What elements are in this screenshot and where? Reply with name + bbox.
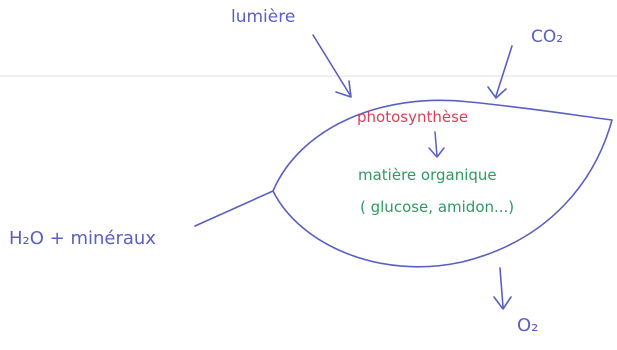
label-co2: CO₂ — [531, 27, 563, 47]
arrow-o2-head — [493, 296, 512, 310]
label-h2o-mineraux: H₂O + minéraux — [9, 228, 156, 249]
leaf-stem — [194, 190, 274, 227]
arrow-co2 — [495, 45, 513, 97]
arrow-co2-head — [487, 86, 507, 99]
label-o2: O₂ — [517, 315, 538, 336]
label-photosynthese: photosynthèse — [357, 108, 468, 126]
arrow-internal — [434, 131, 438, 157]
arrow-o2 — [499, 267, 504, 308]
arrow-lumiere — [312, 34, 351, 96]
leaf-outline — [272, 99, 613, 268]
label-glucose-amidon: ( glucose, amidon...) — [360, 198, 514, 216]
arrow-internal-head — [428, 147, 445, 158]
arrow-lumiere-head — [335, 80, 352, 98]
label-matiere-organique: matière organique — [358, 166, 497, 184]
label-lumiere: lumière — [231, 7, 295, 27]
